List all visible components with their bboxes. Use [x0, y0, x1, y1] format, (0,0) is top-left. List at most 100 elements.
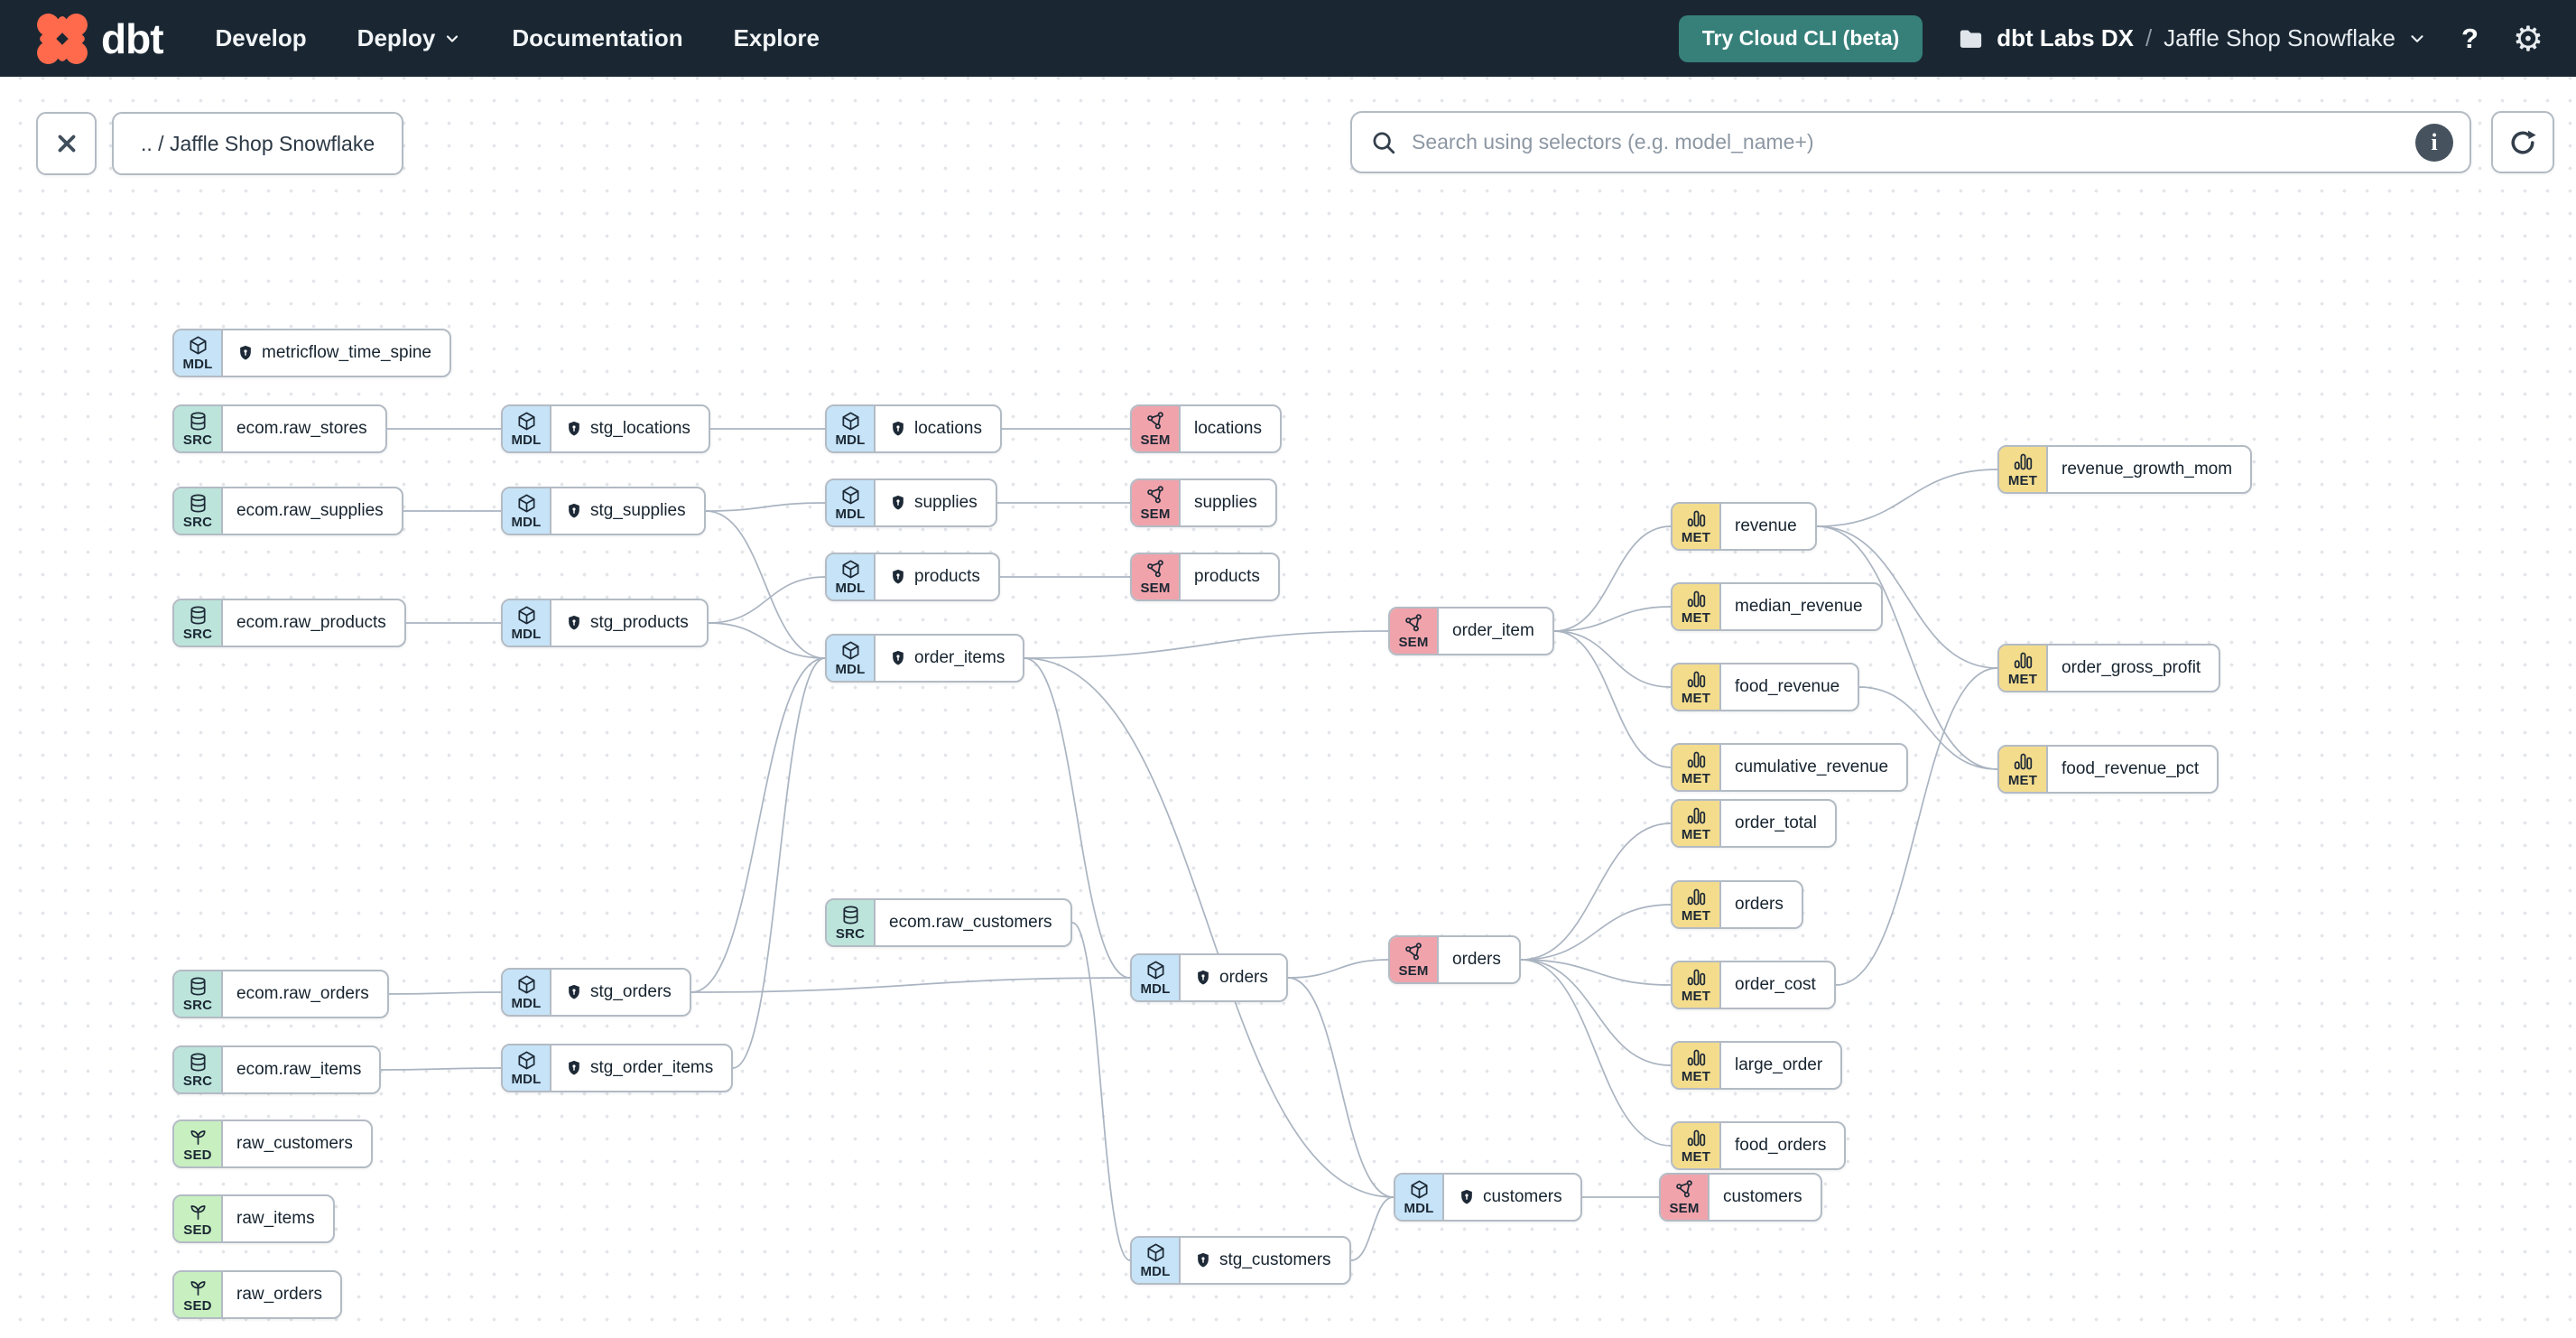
node-body: cumulative_revenue — [1721, 745, 1906, 790]
node-src_orders[interactable]: SRC ecom.raw_orders — [172, 970, 389, 1018]
node-type-badge: MDL — [827, 636, 876, 681]
edge-stg_supplies-to-supplies_mdl — [705, 502, 826, 512]
node-met_revenue[interactable]: MET revenue — [1671, 502, 1817, 551]
edge-sem_order_item-to-met_cumulative_revenue — [1553, 630, 1672, 768]
project-name: Jaffle Shop Snowflake — [2164, 24, 2395, 51]
dbt-logo[interactable]: dbt — [36, 13, 164, 65]
node-type-icon — [1686, 749, 1707, 770]
node-sem_supplies[interactable]: SEM supplies — [1130, 479, 1277, 527]
node-body: products — [876, 554, 998, 599]
node-sem_order_item[interactable]: SEM order_item — [1388, 607, 1554, 655]
node-metricflow_time_spine[interactable]: MDL metricflow_time_spine — [172, 329, 451, 377]
node-type-icon — [1686, 669, 1707, 690]
edge-order_items_mdl-to-orders_mdl — [1024, 657, 1131, 979]
lineage-breadcrumb[interactable]: .. / Jaffle Shop Snowflake — [112, 112, 404, 175]
node-src_supplies[interactable]: SRC ecom.raw_supplies — [172, 487, 403, 535]
node-label: cumulative_revenue — [1735, 757, 1889, 776]
node-met_order_total[interactable]: MET order_total — [1671, 799, 1837, 848]
node-label: metricflow_time_spine — [262, 343, 431, 362]
node-type-badge: SEM — [1390, 609, 1439, 654]
node-type-label: SRC — [182, 998, 213, 1013]
node-sem_products[interactable]: SEM products — [1130, 553, 1280, 601]
node-type-icon — [1145, 960, 1166, 980]
node-supplies_mdl[interactable]: MDL supplies — [825, 479, 997, 527]
node-body: raw_items — [223, 1196, 333, 1241]
edge-met_revenue-to-met_revenue_growth_mom — [1816, 469, 1998, 527]
node-body: median_revenue — [1721, 584, 1881, 629]
node-body: order_gross_profit — [2048, 646, 2219, 691]
node-met_cumulative_revenue[interactable]: MET cumulative_revenue — [1671, 743, 1909, 792]
shield-icon — [565, 502, 583, 520]
node-met_orders[interactable]: MET orders — [1671, 880, 1803, 929]
node-src_products[interactable]: SRC ecom.raw_products — [172, 599, 406, 647]
node-met_median_revenue[interactable]: MET median_revenue — [1671, 582, 1883, 631]
node-label: food_revenue — [1735, 677, 1840, 696]
refresh-button[interactable] — [2491, 111, 2554, 173]
shield-icon — [889, 649, 907, 667]
node-type-icon — [1686, 508, 1707, 529]
node-type-badge: MET — [1673, 801, 1721, 846]
node-label: customers — [1723, 1187, 1802, 1206]
nav-develop[interactable]: Develop — [215, 24, 307, 51]
node-label: products — [1194, 567, 1260, 586]
node-met_order_cost[interactable]: MET order_cost — [1671, 961, 1836, 1009]
node-stg_orders[interactable]: MDL stg_orders — [501, 968, 691, 1017]
node-src_stores[interactable]: SRC ecom.raw_stores — [172, 404, 387, 453]
node-type-icon — [840, 485, 861, 506]
node-body: ecom.raw_customers — [876, 900, 1070, 945]
node-products_mdl[interactable]: MDL products — [825, 553, 1000, 601]
gear-icon[interactable]: ⚙ — [2512, 18, 2544, 59]
node-label: stg_products — [590, 613, 689, 632]
node-met_large_order[interactable]: MET large_order — [1671, 1041, 1843, 1090]
node-met_food_orders[interactable]: MET food_orders — [1671, 1121, 1847, 1170]
node-seed_orders[interactable]: SED raw_orders — [172, 1270, 343, 1319]
node-orders_mdl[interactable]: MDL orders — [1130, 953, 1288, 1002]
node-locations_mdl[interactable]: MDL locations — [825, 404, 1002, 453]
node-stg_products[interactable]: MDL stg_products — [501, 599, 709, 647]
node-stg_order_items[interactable]: MDL stg_order_items — [501, 1044, 734, 1092]
node-label: order_item — [1452, 621, 1534, 640]
try-cloud-cli-button[interactable]: Try Cloud CLI (beta) — [1678, 14, 1923, 62]
node-type-icon — [1145, 485, 1166, 506]
nav-explore[interactable]: Explore — [733, 24, 820, 51]
node-met_order_gross_profit[interactable]: MET order_gross_profit — [1997, 644, 2221, 692]
node-stg_locations[interactable]: MDL stg_locations — [501, 404, 710, 453]
node-seed_customers[interactable]: SED raw_customers — [172, 1120, 373, 1168]
edge-stg_products-to-products_mdl — [708, 576, 826, 624]
node-sem_customers[interactable]: SEM customers — [1659, 1173, 1822, 1222]
node-met_revenue_growth_mom[interactable]: MET revenue_growth_mom — [1997, 445, 2253, 494]
node-label: food_revenue_pct — [2062, 759, 2200, 778]
node-customers_mdl[interactable]: MDL customers — [1394, 1173, 1582, 1222]
lineage-canvas[interactable]: MDL metricflow_time_spine SRC ecom.raw_s… — [0, 77, 2576, 1338]
edge-stg_supplies-to-order_items_mdl — [705, 510, 826, 659]
node-type-icon — [1686, 967, 1707, 988]
info-icon[interactable]: i — [2415, 123, 2453, 162]
edge-sem_order_item-to-met_food_revenue — [1553, 630, 1672, 688]
node-type-badge: MET — [1673, 745, 1721, 790]
node-stg_supplies[interactable]: MDL stg_supplies — [501, 487, 706, 535]
project-breadcrumb[interactable]: dbt Labs DX / Jaffle Shop Snowflake — [1957, 24, 2427, 52]
node-type-badge: MDL — [503, 1045, 551, 1091]
node-src_items[interactable]: SRC ecom.raw_items — [172, 1045, 382, 1094]
node-type-badge: MET — [1673, 584, 1721, 629]
node-met_food_revenue[interactable]: MET food_revenue — [1671, 663, 1860, 711]
node-sem_locations[interactable]: SEM locations — [1130, 404, 1282, 453]
dbt-logo-text: dbt — [101, 14, 164, 62]
node-order_items_mdl[interactable]: MDL order_items — [825, 634, 1025, 683]
node-type-badge: MDL — [503, 488, 551, 534]
nav-documentation[interactable]: Documentation — [512, 24, 683, 51]
edge-order_items_mdl-to-customers_mdl — [1024, 657, 1395, 1198]
help-button[interactable]: ? — [2460, 22, 2479, 54]
node-label: stg_supplies — [590, 501, 686, 520]
node-seed_items[interactable]: SED raw_items — [172, 1194, 335, 1243]
node-sem_orders[interactable]: SEM orders — [1388, 935, 1521, 984]
node-met_food_revenue_pct[interactable]: MET food_revenue_pct — [1997, 745, 2219, 794]
node-type-icon — [1674, 1179, 1695, 1200]
close-lineage-button[interactable] — [36, 112, 97, 175]
search-input[interactable] — [1410, 129, 2403, 155]
node-stg_customers[interactable]: MDL stg_customers — [1130, 1236, 1351, 1285]
node-src_customers[interactable]: SRC ecom.raw_customers — [825, 898, 1072, 947]
nav-deploy[interactable]: Deploy — [357, 24, 462, 52]
node-label: revenue — [1735, 516, 1797, 535]
node-type-label: MET — [1681, 530, 1711, 545]
